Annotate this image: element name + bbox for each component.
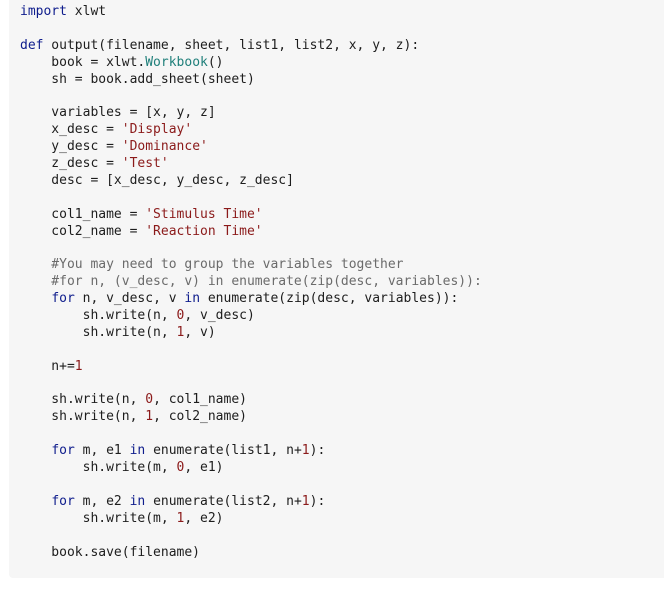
code-line: for n, v_desc, v in enumerate(zip(desc, … [20,291,664,308]
code-text: x_desc = [20,122,122,138]
code-text [20,443,51,458]
code-text: enumerate(zip(desc, variables)): [200,291,459,307]
code-text: , e1) [184,460,224,476]
number-token: 1 [176,324,185,340]
keyword-token: def [20,37,44,53]
code-line: import xlwt [20,4,664,21]
code-line: sh.write(n, 0, v_desc) [20,308,664,325]
code-line: for m, e1 in enumerate(list1, n+1): [20,443,664,460]
code-line: desc = [x_desc, y_desc, z_desc] [20,173,664,190]
code-text: col1_name = [20,206,146,222]
code-line: def output(filename, sheet, list1, list2… [20,38,664,55]
code-text: xlwt [66,4,107,19]
code-line: col2_name = 'Reaction Time' [20,224,664,241]
code-text: ): [309,493,326,509]
number-token: 0 [176,460,185,476]
code-line: z_desc = 'Test' [20,156,664,173]
code-text: sh = book.add_sheet(sheet) [20,71,255,87]
code-text: sh.write(n, [20,324,177,340]
code-line: book = xlwt.Workbook() [20,55,664,72]
code-line: for m, e2 in enumerate(list2, n+1): [20,494,664,511]
code-line: n+=1 [20,359,664,376]
code-line: sh.write(n, 1, v) [20,325,664,342]
code-line: sh.write(n, 1, col2_name) [20,409,664,426]
number-token: 0 [176,308,185,324]
number-token: 1 [145,409,154,425]
code-line: sh.write(m, 0, e1) [20,460,664,477]
keyword-token: in [184,291,201,307]
code-line: sh.write(n, 0, col1_name) [20,392,664,409]
number-token: 1 [301,443,310,459]
code-text: ): [309,443,326,459]
code-text: n+= [20,358,75,374]
code-text: z_desc = [20,156,122,172]
code-text: variables = [x, y, z] [20,105,216,121]
code-text: sh.write(n, [20,409,146,425]
code-text: m, e1 [74,443,130,459]
code-block: import xlwt def output(filename, sheet, … [9,0,664,578]
code-line: book.save(filename) [20,545,664,562]
code-text [20,291,51,306]
code-line [20,21,664,38]
code-text: , v_desc) [184,308,255,324]
code-line: #for n, (v_desc, v) in enumerate(zip(des… [20,274,664,291]
code-line [20,477,664,494]
code-line: variables = [x, y, z] [20,105,664,122]
code-line: y_desc = 'Dominance' [20,139,664,156]
code-text: () [207,54,224,70]
number-token: 1 [74,358,83,374]
code-text: sh.write(n, [20,308,177,324]
code-text: n, v_desc, v [74,291,185,307]
code-text: book.save(filename) [20,544,201,560]
keyword-token: for [51,443,75,459]
code-text: , col2_name) [153,409,247,425]
code-text: m, e2 [74,493,130,509]
code-text: sh.write(m, [20,510,177,526]
code-text [20,494,51,509]
number-token: 1 [301,493,310,509]
code-text: enumerate(list1, n+ [145,443,302,459]
code-line: sh = book.add_sheet(sheet) [20,72,664,89]
code-line: #You may need to group the variables tog… [20,257,664,274]
string-token: 'Display' [121,122,193,138]
code-line: sh.write(m, 1, e2) [20,511,664,528]
code-text: sh.write(m, [20,460,177,476]
code-line: x_desc = 'Display' [20,122,664,139]
code-line: col1_name = 'Stimulus Time' [20,207,664,224]
number-token: 1 [176,510,185,526]
string-token: 'Test' [121,156,169,172]
code-line [20,190,664,207]
code-line [20,528,664,545]
comment-token: #You may need to group the variables tog… [20,257,404,273]
code-text: col2_name = [20,223,146,239]
code-text: book = xlwt. [20,54,146,70]
number-token: 0 [145,392,154,408]
string-token: 'Reaction Time' [145,223,263,239]
code-text: , v) [184,324,216,340]
keyword-token: in [129,443,146,459]
code-text: desc = [x_desc, y_desc, z_desc] [20,172,294,188]
code-line [20,376,664,393]
keyword-token: for [51,493,75,509]
code-line [20,88,664,105]
class-name-token: Workbook [145,54,208,70]
keyword-token: for [51,291,75,307]
string-token: 'Dominance' [121,139,208,155]
code-text: enumerate(list2, n+ [145,493,302,509]
code-text: output(filename, sheet, list1, list2, x,… [43,37,420,53]
code-line [20,240,664,257]
code-text: y_desc = [20,139,122,155]
code-text: , col1_name) [153,392,247,408]
code-content: import xlwt def output(filename, sheet, … [20,4,664,561]
code-line [20,426,664,443]
code-text: sh.write(n, [20,392,146,408]
keyword-token: in [129,493,146,509]
keyword-token: import [20,4,67,19]
code-text: , e2) [184,510,224,526]
string-token: 'Stimulus Time' [145,206,263,222]
comment-token: #for n, (v_desc, v) in enumerate(zip(des… [20,274,482,290]
code-line [20,342,664,359]
